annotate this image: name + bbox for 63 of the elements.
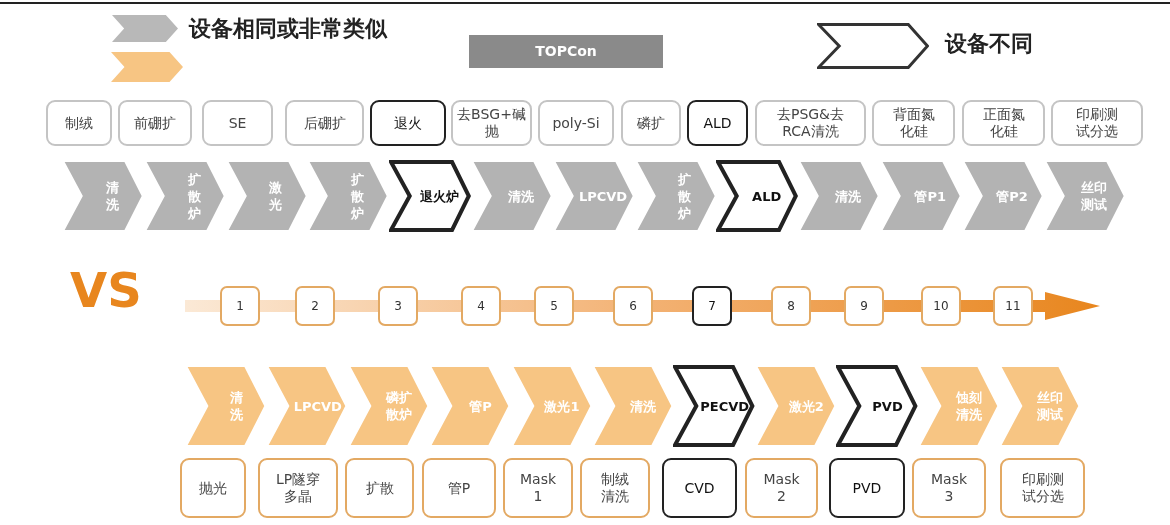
process-box: SE [202, 100, 273, 146]
process-box: 背面氮化硅 [872, 100, 955, 146]
process-step: 管P1 [880, 160, 962, 232]
process-step: 丝印测试 [1043, 160, 1126, 232]
step-number-box: 6 [613, 286, 653, 326]
process-step: 清洗 [592, 365, 674, 447]
vs-label: VS [70, 262, 142, 318]
process-step: 丝印测试 [999, 365, 1081, 447]
process-step: 磷扩散炉 [347, 365, 430, 447]
process-box: 前硼扩 [118, 100, 192, 146]
step-number-box: 11 [993, 286, 1033, 326]
process-step: PVD [836, 365, 918, 447]
process-box: 磷扩 [621, 100, 681, 146]
process-box: PVD [829, 458, 905, 518]
step-number-box: 1 [220, 286, 260, 326]
process-box: 管P [422, 458, 496, 518]
process-box: 后硼扩 [285, 100, 364, 146]
process-box: 扩散 [345, 458, 414, 518]
process-box: 制绒 [46, 100, 112, 146]
process-step: 激光1 [510, 365, 592, 447]
process-box: 正面氮化硅 [962, 100, 1045, 146]
process-step: 清洗 [471, 160, 553, 232]
process-step: PECVD [673, 365, 755, 447]
process-box: poly-Si [538, 100, 614, 146]
process-box: 抛光 [180, 458, 246, 518]
process-step: 管P [429, 365, 511, 447]
process-box: 印刷测试分选 [1051, 100, 1143, 146]
process-box: Mask 2 [745, 458, 818, 518]
process-box: Mask 3 [912, 458, 986, 518]
process-step: LPCVD [266, 365, 348, 447]
legend-text: 设备相同或非常类似 [189, 15, 387, 43]
process-step: 清洗 [798, 160, 880, 232]
process-box: 制绒清洗 [580, 458, 650, 518]
process-step: 退火炉 [389, 160, 471, 232]
topcon-bar: TOPCon [469, 35, 663, 68]
process-step: 管P2 [961, 160, 1044, 232]
step-number-box: 9 [844, 286, 884, 326]
step-number-box: 7 [692, 286, 732, 326]
process-box: 印刷测试分选 [1000, 458, 1085, 518]
process-box: LP隧穿多晶 [258, 458, 338, 518]
process-step: 扩散炉 [143, 160, 226, 232]
process-step: 扩散炉 [634, 160, 717, 232]
process-box: CVD [662, 458, 737, 518]
step-number-box: 10 [921, 286, 961, 326]
step-number-box: 8 [771, 286, 811, 326]
step-number-box: 2 [295, 286, 335, 326]
legend-text: 设备不同 [945, 30, 1033, 58]
process-box: 去BSG+碱抛 [451, 100, 532, 146]
step-number-box: 5 [534, 286, 574, 326]
step-number-box: 3 [378, 286, 418, 326]
process-step: LPCVD [552, 160, 635, 232]
process-box: 去PSG&去RCA清洗 [755, 100, 866, 146]
step-number-box: 4 [461, 286, 501, 326]
process-step: 激光 [225, 160, 308, 232]
process-box: ALD [687, 100, 748, 146]
process-box: 退火 [370, 100, 446, 146]
process-step: ALD [716, 160, 799, 232]
process-step: 蚀刻清洗 [917, 365, 999, 447]
process-box: Mask 1 [503, 458, 573, 518]
process-step: 激光2 [754, 365, 837, 447]
process-step: 清洗 [185, 365, 267, 447]
process-step: 扩散炉 [307, 160, 390, 232]
process-step: 清洗 [62, 160, 144, 232]
